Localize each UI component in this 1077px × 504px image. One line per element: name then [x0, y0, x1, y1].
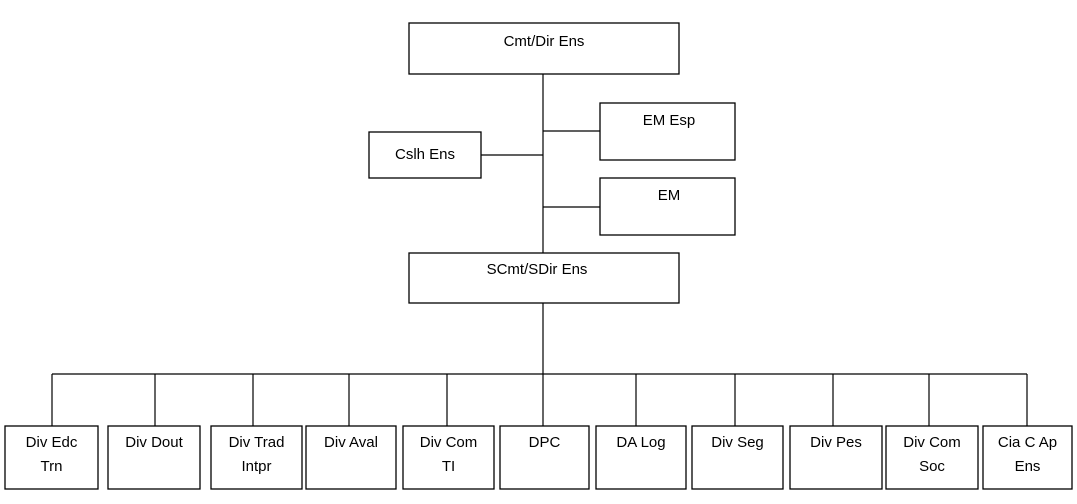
division-label-line2: TI: [442, 458, 455, 475]
division-label-line1: Div Pes: [810, 434, 862, 451]
division-node: DPC: [499, 425, 590, 490]
division-box: [402, 425, 495, 490]
division-label-line1: Div Edc: [26, 434, 78, 451]
node-staff-label: EM Esp: [643, 112, 696, 129]
node-middle-label: SCmt/SDir Ens: [487, 261, 588, 278]
connectors: [52, 74, 1027, 375]
division-label-line1: Div Trad: [229, 434, 285, 451]
division-box: [4, 425, 99, 490]
division-label-line1: Div Com: [420, 434, 478, 451]
division-node: Div Seg: [691, 425, 784, 490]
division-box: [691, 425, 784, 490]
node-top: Cmt/Dir Ens: [408, 22, 680, 75]
division-label-line2: Intpr: [241, 458, 271, 475]
node-staff-cslh-ens: Cslh Ens: [368, 131, 482, 179]
division-box: [789, 425, 883, 490]
node-staff-em-esp: EM Esp: [599, 102, 736, 161]
division-label-line1: Cia C Ap: [998, 434, 1057, 451]
division-drop-lines: [51, 374, 1028, 426]
division-label-line2: Trn: [41, 458, 63, 475]
division-label-line2: Soc: [919, 458, 945, 475]
node-staff-em: EM: [599, 177, 736, 236]
node-staff-label: EM: [658, 187, 681, 204]
division-box: [210, 425, 303, 490]
division-node: Div Dout: [107, 425, 201, 490]
division-box: [499, 425, 590, 490]
division-label-line1: Div Aval: [324, 434, 378, 451]
node-staff-label: Cslh Ens: [395, 146, 455, 163]
node-middle: SCmt/SDir Ens: [408, 252, 680, 304]
division-node: Cia C Ap Ens: [982, 425, 1073, 490]
node-top-label: Cmt/Dir Ens: [504, 33, 585, 50]
division-label-line1: Div Com: [903, 434, 961, 451]
division-label-line1: Div Seg: [711, 434, 764, 451]
division-box: [982, 425, 1073, 490]
division-label-line1: DPC: [529, 434, 561, 451]
division-box: [107, 425, 201, 490]
division-label-line2: Ens: [1015, 458, 1041, 475]
division-label-line1: DA Log: [616, 434, 665, 451]
division-box: [885, 425, 979, 490]
division-node: Div Pes: [789, 425, 883, 490]
division-box: [595, 425, 687, 490]
division-label-line1: Div Dout: [125, 434, 183, 451]
division-node: DA Log: [595, 425, 687, 490]
division-box: [305, 425, 397, 490]
division-node: Div Aval: [305, 425, 397, 490]
